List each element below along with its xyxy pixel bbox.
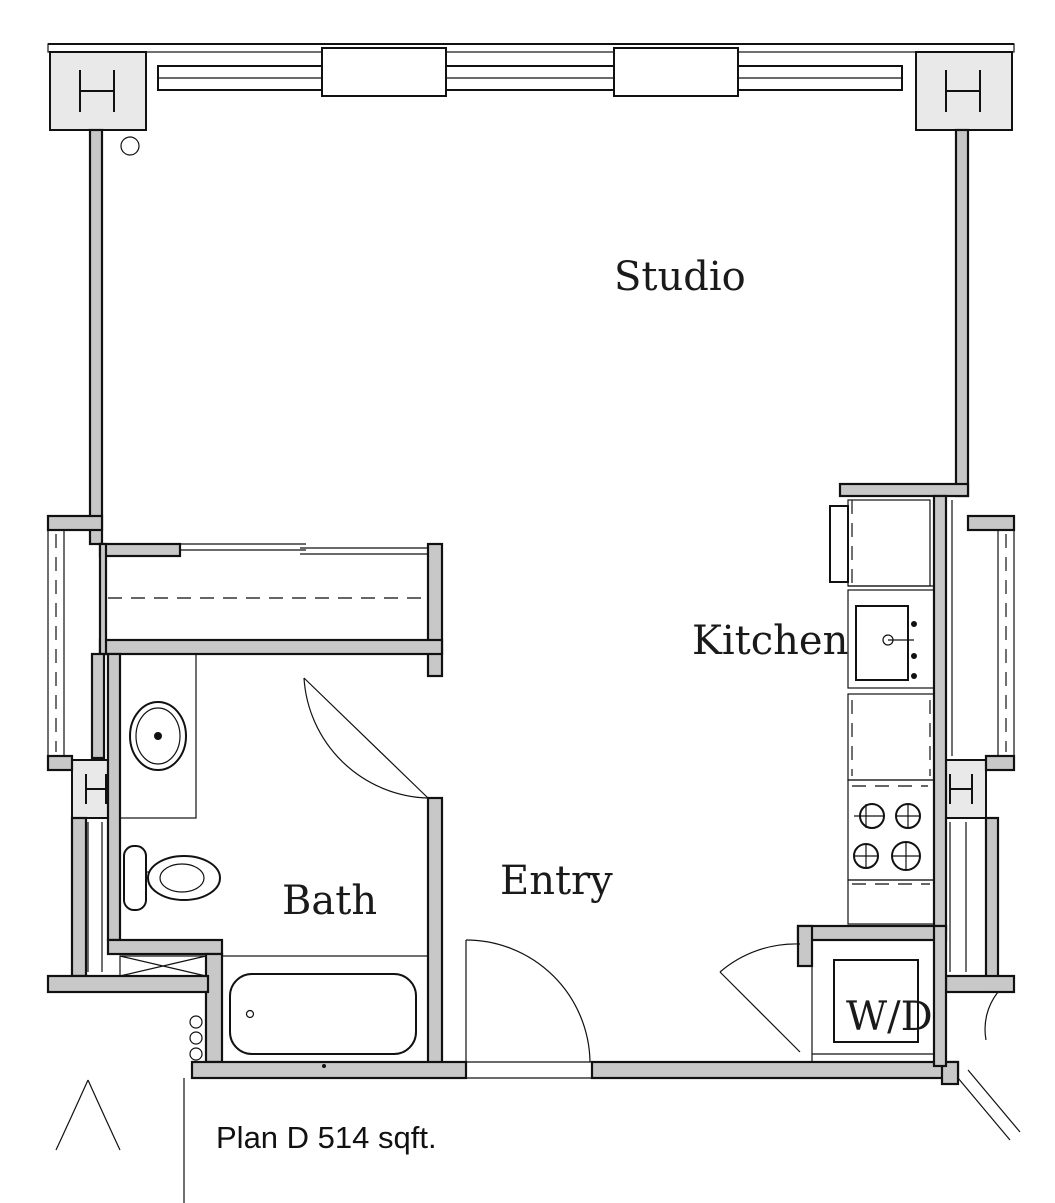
window-icon — [321, 47, 447, 97]
door-swing-icon — [957, 991, 1021, 1141]
door-swing-icon — [465, 939, 592, 1079]
column-marker-icon — [120, 136, 140, 156]
vent-icon — [119, 955, 207, 977]
door-swing-icon — [719, 943, 801, 1053]
closet — [108, 543, 428, 599]
stove-icon — [847, 779, 935, 881]
room-label-entry: Entry — [500, 858, 613, 904]
room-label-studio: Studio — [614, 254, 746, 300]
side-window-left — [47, 530, 65, 756]
structural-column-icon — [915, 51, 1013, 131]
sink-icon — [847, 589, 935, 689]
toilet-icon — [123, 845, 221, 911]
top-window-wall — [47, 43, 1015, 97]
room-label-laundry: W/D — [846, 994, 933, 1040]
side-window-right — [951, 500, 1015, 756]
side-window-lower — [87, 822, 967, 972]
room-label-kitchen: Kitchen — [692, 618, 848, 664]
washer-dryer-icon — [811, 939, 935, 1063]
kitchen-counter-lower — [847, 879, 935, 925]
door-swing-icon — [303, 677, 429, 799]
kitchen-counter — [847, 693, 935, 781]
structural-column-icon — [49, 51, 147, 131]
room-label-bath: Bath — [282, 878, 377, 924]
bathtub-icon — [221, 955, 429, 1068]
plan-caption: Plan D 514 sqft. — [216, 1120, 437, 1155]
utility-fixtures — [55, 1015, 203, 1203]
window-icon — [613, 47, 739, 97]
walls — [46, 128, 1016, 1086]
kitchen-fridge — [829, 499, 934, 587]
sink-icon — [119, 653, 197, 819]
